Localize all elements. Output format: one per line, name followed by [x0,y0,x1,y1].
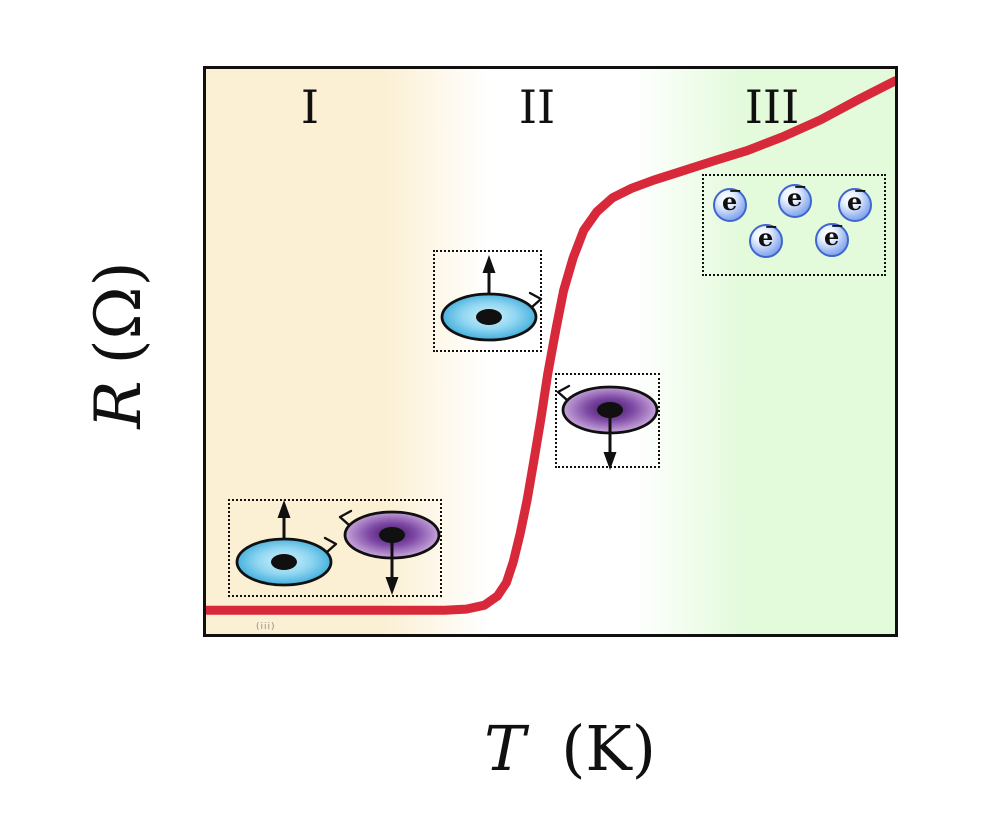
electron-charge: − [764,217,778,236]
electron-charge: − [728,181,742,200]
spin-up-disk-icon [440,253,543,342]
electron-symbol: e [758,223,774,252]
electron-symbol: e [787,183,803,212]
plot-area: I II III e − [203,66,898,637]
y-axis-variable: R [82,380,156,429]
spin-up-disk-icon [235,498,338,587]
spin-down-disk-icon [338,509,441,597]
y-axis-label: R (Ω) [14,240,224,450]
inset-spin-down-disk [555,373,660,472]
electron-symbol: e [824,222,840,251]
x-axis-unit: (K) [561,712,656,785]
electron-symbol: e [847,187,863,216]
electron-charge: − [793,177,807,196]
region-label-I: I [300,80,320,134]
x-axis-variable: T [484,712,526,785]
inset-spin-up-disk [433,250,543,352]
resistance-curve [206,76,895,615]
electron: e − [749,217,783,258]
electron: e − [713,181,747,222]
x-axis-label: T (K) [420,712,720,785]
electron: e − [838,181,872,222]
region-label-III: III [744,80,800,134]
electron-charge: − [830,216,844,235]
electron: e − [815,216,849,257]
inset-spin-pair [228,498,442,597]
inset-electrons: e − e − e − e − e − [702,174,886,276]
electron-symbol: e [722,187,738,216]
resistance-curve-path [206,76,895,615]
watermark-iii: (iii) [256,622,276,632]
y-axis-unit: (Ω) [82,261,156,365]
electron-charge: − [853,181,867,200]
electron: e − [778,177,812,218]
region-label-II: II [518,80,556,134]
spin-down-disk-icon [556,384,659,472]
